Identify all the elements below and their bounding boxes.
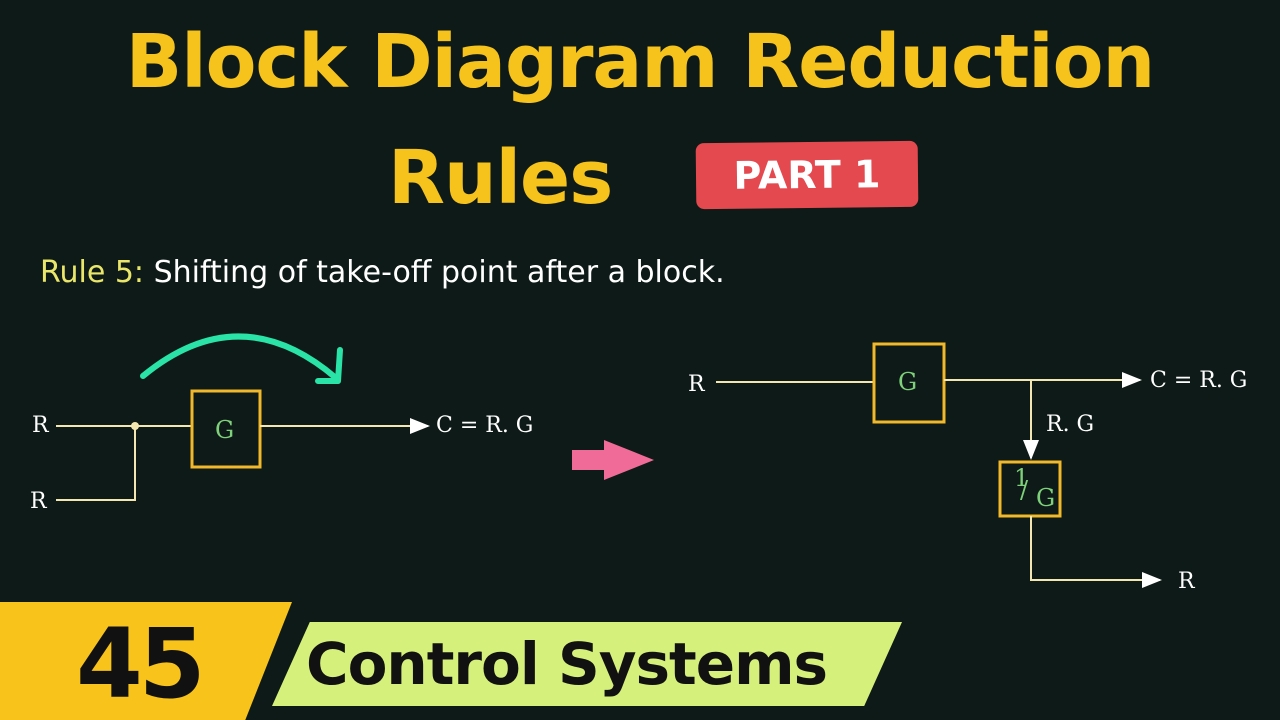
left-block-label: G	[215, 416, 234, 444]
right-block-label: G	[898, 368, 917, 396]
title-line-2: Rules	[388, 135, 613, 221]
inverse-block-numerator: 1	[1014, 464, 1029, 492]
title-line-1: Block Diagram Reduction	[125, 19, 1155, 105]
inverse-block-slash: /	[1020, 476, 1029, 504]
rule-text: Shifting of take-off point after a block…	[153, 255, 725, 290]
r-output-arrow	[1030, 516, 1162, 588]
rule-label: Rule 5:	[40, 255, 145, 290]
left-diagram: R R G C = R. G	[30, 333, 533, 514]
branch-label: R. G	[1046, 412, 1094, 437]
shift-curve-arrow	[140, 333, 339, 381]
series-title: Control Systems	[306, 630, 828, 698]
inverse-block-denominator: G	[1036, 484, 1055, 512]
right-input-label: R	[688, 372, 706, 397]
left-input-top-label: R	[32, 413, 50, 438]
left-block-g	[190, 389, 262, 469]
left-input-bottom-label: R	[30, 489, 48, 514]
takeoff-branch-wire	[56, 426, 136, 501]
r-output-label: R	[1178, 569, 1196, 594]
shift-arrowhead	[315, 347, 343, 384]
right-block-g	[872, 342, 946, 424]
right-diagram: R G C = R. G R. G 1 / G R	[688, 342, 1247, 594]
episode-number: 45	[76, 608, 206, 720]
rule-statement: Rule 5: Shifting of take-off point after…	[40, 255, 725, 290]
left-output-label: C = R. G	[436, 413, 533, 438]
series-title-banner: Control Systems	[272, 622, 902, 706]
right-output-label: C = R. G	[1150, 368, 1247, 393]
episode-number-banner: 45	[0, 602, 292, 720]
transition-arrow	[572, 440, 654, 480]
